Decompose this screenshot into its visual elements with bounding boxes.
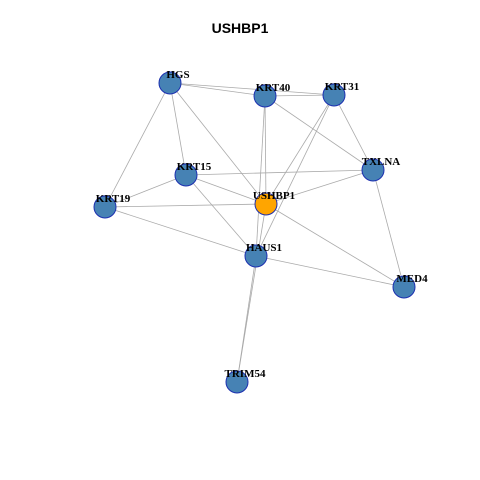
edge-krt40-haus1 (255, 95, 266, 257)
edge-krt40-krt31 (264, 94, 335, 97)
node-hgs (158, 71, 182, 95)
node-label-txlna: TXLNA (362, 156, 401, 168)
edge-txlna-ushbp1 (265, 169, 374, 205)
nodes-layer (93, 71, 416, 394)
diagram-title: USHBP1 (211, 20, 269, 36)
edge-hgs-krt40 (169, 82, 266, 97)
node-haus1 (244, 244, 268, 268)
node-label-krt19: KRT19 (96, 193, 131, 205)
node-label-krt31: KRT31 (325, 81, 359, 93)
node-trim54 (225, 370, 249, 394)
node-label-hgs: HGS (166, 69, 189, 81)
node-label-krt40: KRT40 (256, 82, 291, 94)
edge-hgs-ushbp1 (169, 82, 267, 205)
node-label-ushbp1: USHBP1 (253, 190, 295, 202)
edge-haus1-med4 (255, 255, 405, 288)
edge-hgs-krt19 (104, 82, 171, 208)
edge-txlna-krt15 (185, 169, 374, 176)
edge-hgs-krt31 (169, 82, 335, 96)
node-krt31 (322, 83, 346, 107)
edge-krt15-ushbp1 (185, 174, 267, 205)
edge-txlna-med4 (372, 169, 405, 288)
node-label-trim54: TRIM54 (225, 368, 266, 380)
edge-krt19-haus1 (104, 206, 257, 257)
edges-layer (104, 82, 405, 383)
node-txlna (361, 158, 385, 182)
node-label-haus1: HAUS1 (246, 242, 282, 254)
edge-krt40-txlna (264, 95, 374, 171)
edge-krt31-ushbp1 (265, 94, 335, 205)
edge-krt31-haus1 (255, 94, 335, 257)
node-krt40 (253, 84, 277, 108)
edge-ushbp1-med4 (265, 203, 405, 288)
edge-krt15-krt19 (104, 174, 187, 208)
edge-krt40-ushbp1 (264, 95, 267, 205)
node-krt15 (174, 163, 198, 187)
edge-krt31-txlna (333, 94, 374, 171)
node-krt19 (93, 195, 117, 219)
node-med4 (392, 275, 416, 299)
edge-hgs-krt15 (169, 82, 187, 176)
node-ushbp1 (254, 192, 278, 216)
edge-krt15-haus1 (185, 174, 257, 257)
edge-haus1-trim54 (236, 255, 257, 383)
node-label-krt15: KRT15 (177, 161, 212, 173)
node-label-med4: MED4 (396, 273, 428, 285)
edge-krt19-ushbp1 (104, 203, 267, 208)
